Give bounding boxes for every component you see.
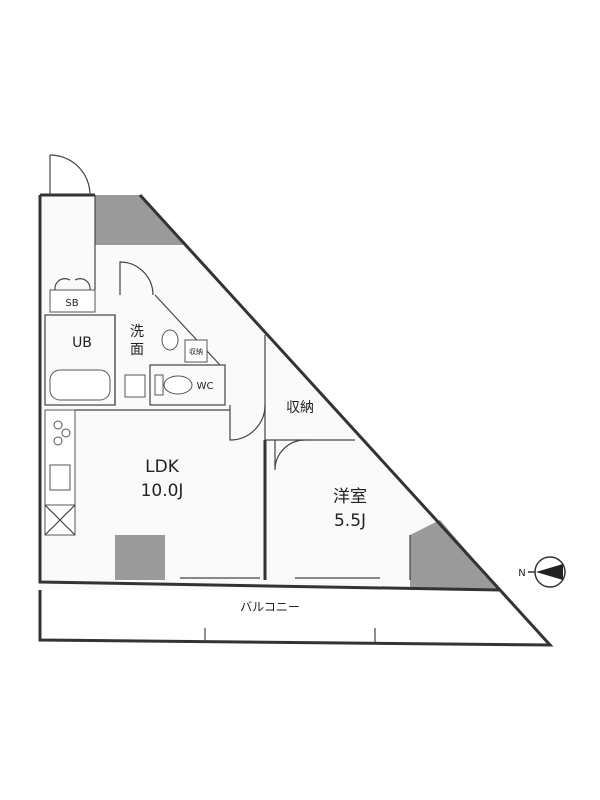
- bedroom-name: 洋室: [333, 487, 367, 507]
- washroom-label-2: 面: [130, 342, 144, 358]
- wash-basin: [161, 329, 179, 351]
- ldk-name: LDK: [145, 457, 180, 477]
- toilet-bowl: [163, 375, 193, 395]
- closet-door-swing: [274, 439, 306, 471]
- shoe-box: [49, 289, 96, 313]
- outer-wall: [38, 195, 501, 592]
- refrigerator-cross: [44, 504, 76, 536]
- toilet-tank: [154, 374, 164, 396]
- entrance-door-swing: [49, 154, 91, 196]
- floor-area: [40, 195, 500, 590]
- washroom-divider: [154, 294, 221, 366]
- bedroom-size: 5.5J: [334, 511, 366, 531]
- outer-wall-diagonal: [138, 193, 502, 592]
- closet-wall: [264, 335, 355, 441]
- washing-machine: [124, 374, 146, 398]
- shaded-area-top: [95, 195, 185, 245]
- north-arrow-icon: [528, 556, 566, 588]
- washroom-door-swing: [119, 261, 154, 296]
- stove-burner: [53, 420, 63, 430]
- shoe-box-doors: [54, 278, 91, 291]
- toilet-door-swing: [229, 404, 266, 441]
- compass-label: N: [518, 568, 525, 579]
- toilet-room-wall: [149, 364, 226, 406]
- balcony-outline: [38, 588, 554, 647]
- washroom-label-1: 洗: [130, 324, 144, 340]
- shoe-box-label: SB: [65, 298, 78, 309]
- stove-burner: [61, 428, 71, 438]
- bathtub: [49, 369, 111, 401]
- kitchen-sink: [49, 464, 71, 491]
- closet-label: 収納: [286, 400, 314, 416]
- stove-burner: [53, 436, 63, 446]
- shaded-area-right: [410, 520, 500, 590]
- shaded-column-ldk: [115, 535, 165, 580]
- balcony-label: バルコニー: [240, 600, 300, 614]
- small-storage-label: 収納: [189, 347, 203, 356]
- ldk-size: 10.0J: [141, 481, 184, 501]
- toilet-label: WC: [197, 381, 214, 392]
- bath-label: UB: [72, 335, 92, 351]
- small-storage: [184, 339, 208, 363]
